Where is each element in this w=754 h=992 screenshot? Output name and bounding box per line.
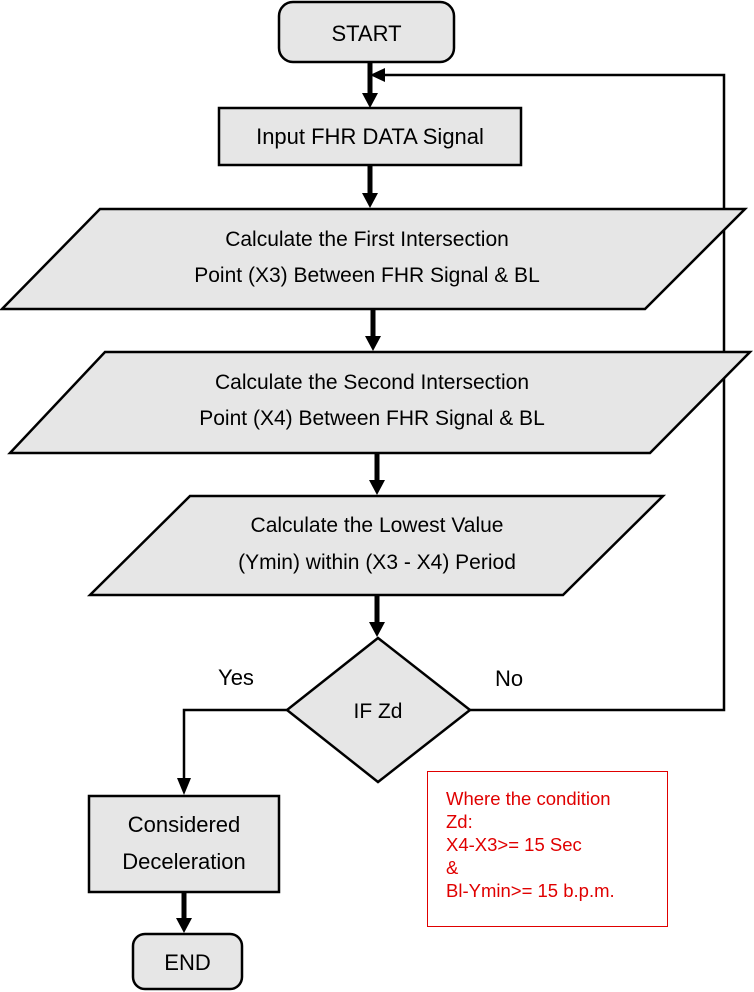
second-intersection-line-2: Point (X4) Between FHR Signal & BL <box>199 407 545 430</box>
start-node: START <box>277 0 456 64</box>
note-line-5: Bl-Ymin>= 15 b.p.m. <box>446 880 615 901</box>
arrowhead <box>365 336 381 351</box>
first-intersection-line-2: Point (X3) Between FHR Signal & BL <box>194 264 540 287</box>
input-node: Input FHR DATA Signal <box>217 106 523 167</box>
lowest-value-line-1: Calculate the Lowest Value <box>251 514 504 537</box>
end-node: END <box>131 932 244 991</box>
note-line-2: Zd: <box>446 811 473 832</box>
note-line-3: X4-X3>= 15 Sec <box>446 834 582 855</box>
considered-node: Considered Deceleration <box>87 794 281 894</box>
start-label: START <box>331 21 401 46</box>
edge-yes <box>182 708 287 780</box>
input-label: Input FHR DATA Signal <box>256 124 484 149</box>
decision-label: IF Zd <box>353 700 402 723</box>
note-line-4: & <box>446 857 459 878</box>
arrowhead <box>369 480 385 495</box>
arrowhead <box>369 622 385 637</box>
end-shape <box>131 932 244 991</box>
arrowhead <box>177 778 191 795</box>
note-line-1: Where the condition <box>446 788 611 809</box>
yes-label: Yes <box>218 665 254 690</box>
decision-shape <box>284 636 473 784</box>
lowest-value-shape <box>86 494 667 597</box>
condition-note: Where the condition Zd: X4-X3>= 15 Sec &… <box>427 771 668 927</box>
considered-line-2: Deceleration <box>122 849 246 874</box>
second-intersection-line-1: Calculate the Second Intersection <box>215 371 529 394</box>
first-intersection-node: Calculate the First Intersection Point (… <box>0 207 749 311</box>
second-intersection-node: Calculate the Second Intersection Point … <box>7 350 753 455</box>
considered-line-1: Considered <box>128 812 241 837</box>
first-intersection-line-1: Calculate the First Intersection <box>225 228 509 251</box>
connectors <box>176 62 726 933</box>
input-shape <box>217 106 523 167</box>
first-intersection-shape <box>0 207 749 311</box>
arrowhead <box>362 93 378 108</box>
no-label: No <box>495 666 523 691</box>
lowest-value-node: Calculate the Lowest Value (Ymin) within… <box>86 494 667 597</box>
arrowhead <box>176 918 192 933</box>
arrowhead <box>362 193 378 208</box>
start-shape <box>277 0 456 64</box>
edge-no-loop <box>385 73 726 712</box>
lowest-value-line-2: (Ymin) within (X3 - X4) Period <box>238 551 516 574</box>
second-intersection-shape <box>7 350 753 455</box>
arrowhead <box>370 68 385 82</box>
end-label: END <box>164 950 210 975</box>
decision-node: IF Zd <box>284 636 473 784</box>
considered-shape <box>87 794 281 894</box>
